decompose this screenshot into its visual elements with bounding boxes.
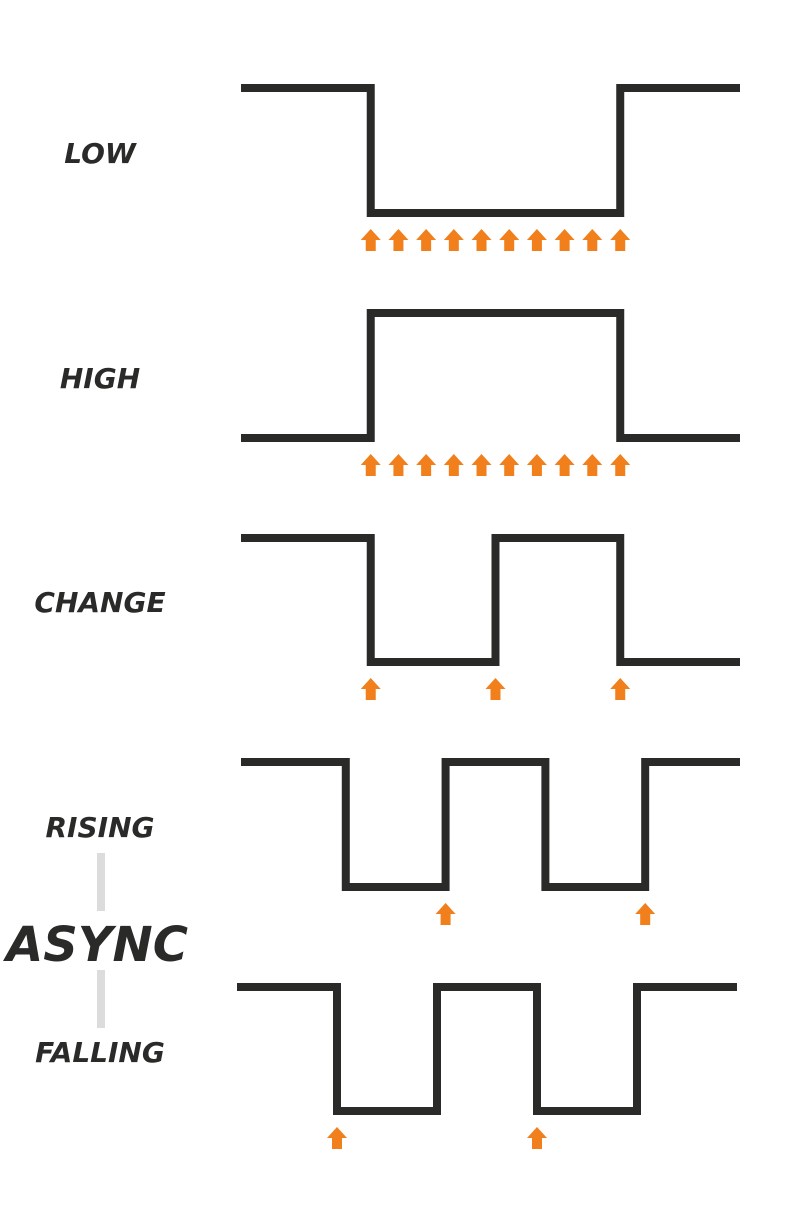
async-connector-bottom [97, 970, 105, 1028]
trigger-arrow-icon [499, 229, 520, 251]
trigger-arrow-icon [471, 229, 492, 251]
trigger-arrow-icon [526, 229, 547, 251]
waveform-low [241, 84, 740, 217]
trigger-arrow-icon [526, 454, 547, 476]
row-label-low: LOW [64, 137, 137, 170]
trigger-arrow-icon [527, 1127, 547, 1149]
row-label-change: CHANGE [34, 586, 165, 619]
trigger-arrow-icon [416, 229, 437, 251]
row-label-falling: FALLING [35, 1036, 165, 1069]
trigger-arrow-icon [554, 454, 575, 476]
trigger-arrow-icon [360, 229, 381, 251]
trigger-arrow-icon [635, 903, 656, 925]
waveform-change [241, 534, 740, 666]
waveform-rising [241, 758, 740, 891]
trigger-arrow-icon [360, 454, 381, 476]
trigger-arrow-icon [471, 454, 492, 476]
waveform-falling [237, 983, 737, 1115]
trigger-arrow-icon [388, 229, 409, 251]
row-label-rising: RISING [46, 811, 155, 844]
async-connector-top [97, 853, 105, 911]
trigger-arrow-icon [388, 454, 409, 476]
trigger-arrow-icon [582, 454, 603, 476]
trigger-arrow-icon [443, 229, 464, 251]
trigger-arrow-icon [554, 229, 575, 251]
row-label-high: HIGH [60, 362, 140, 395]
trigger-arrow-icon [499, 454, 520, 476]
trigger-arrow-icon [360, 678, 381, 700]
async-group-label: ASYNC [2, 917, 188, 973]
trigger-arrow-icon [485, 678, 506, 700]
trigger-arrow-icon [327, 1127, 347, 1149]
trigger-arrow-icon [435, 903, 456, 925]
trigger-arrow-icon [443, 454, 464, 476]
waveform-high [241, 309, 740, 442]
trigger-arrow-icon [416, 454, 437, 476]
trigger-arrow-icon [610, 454, 631, 476]
trigger-arrow-icon [610, 678, 631, 700]
trigger-arrow-icon [582, 229, 603, 251]
trigger-arrow-icon [610, 229, 631, 251]
